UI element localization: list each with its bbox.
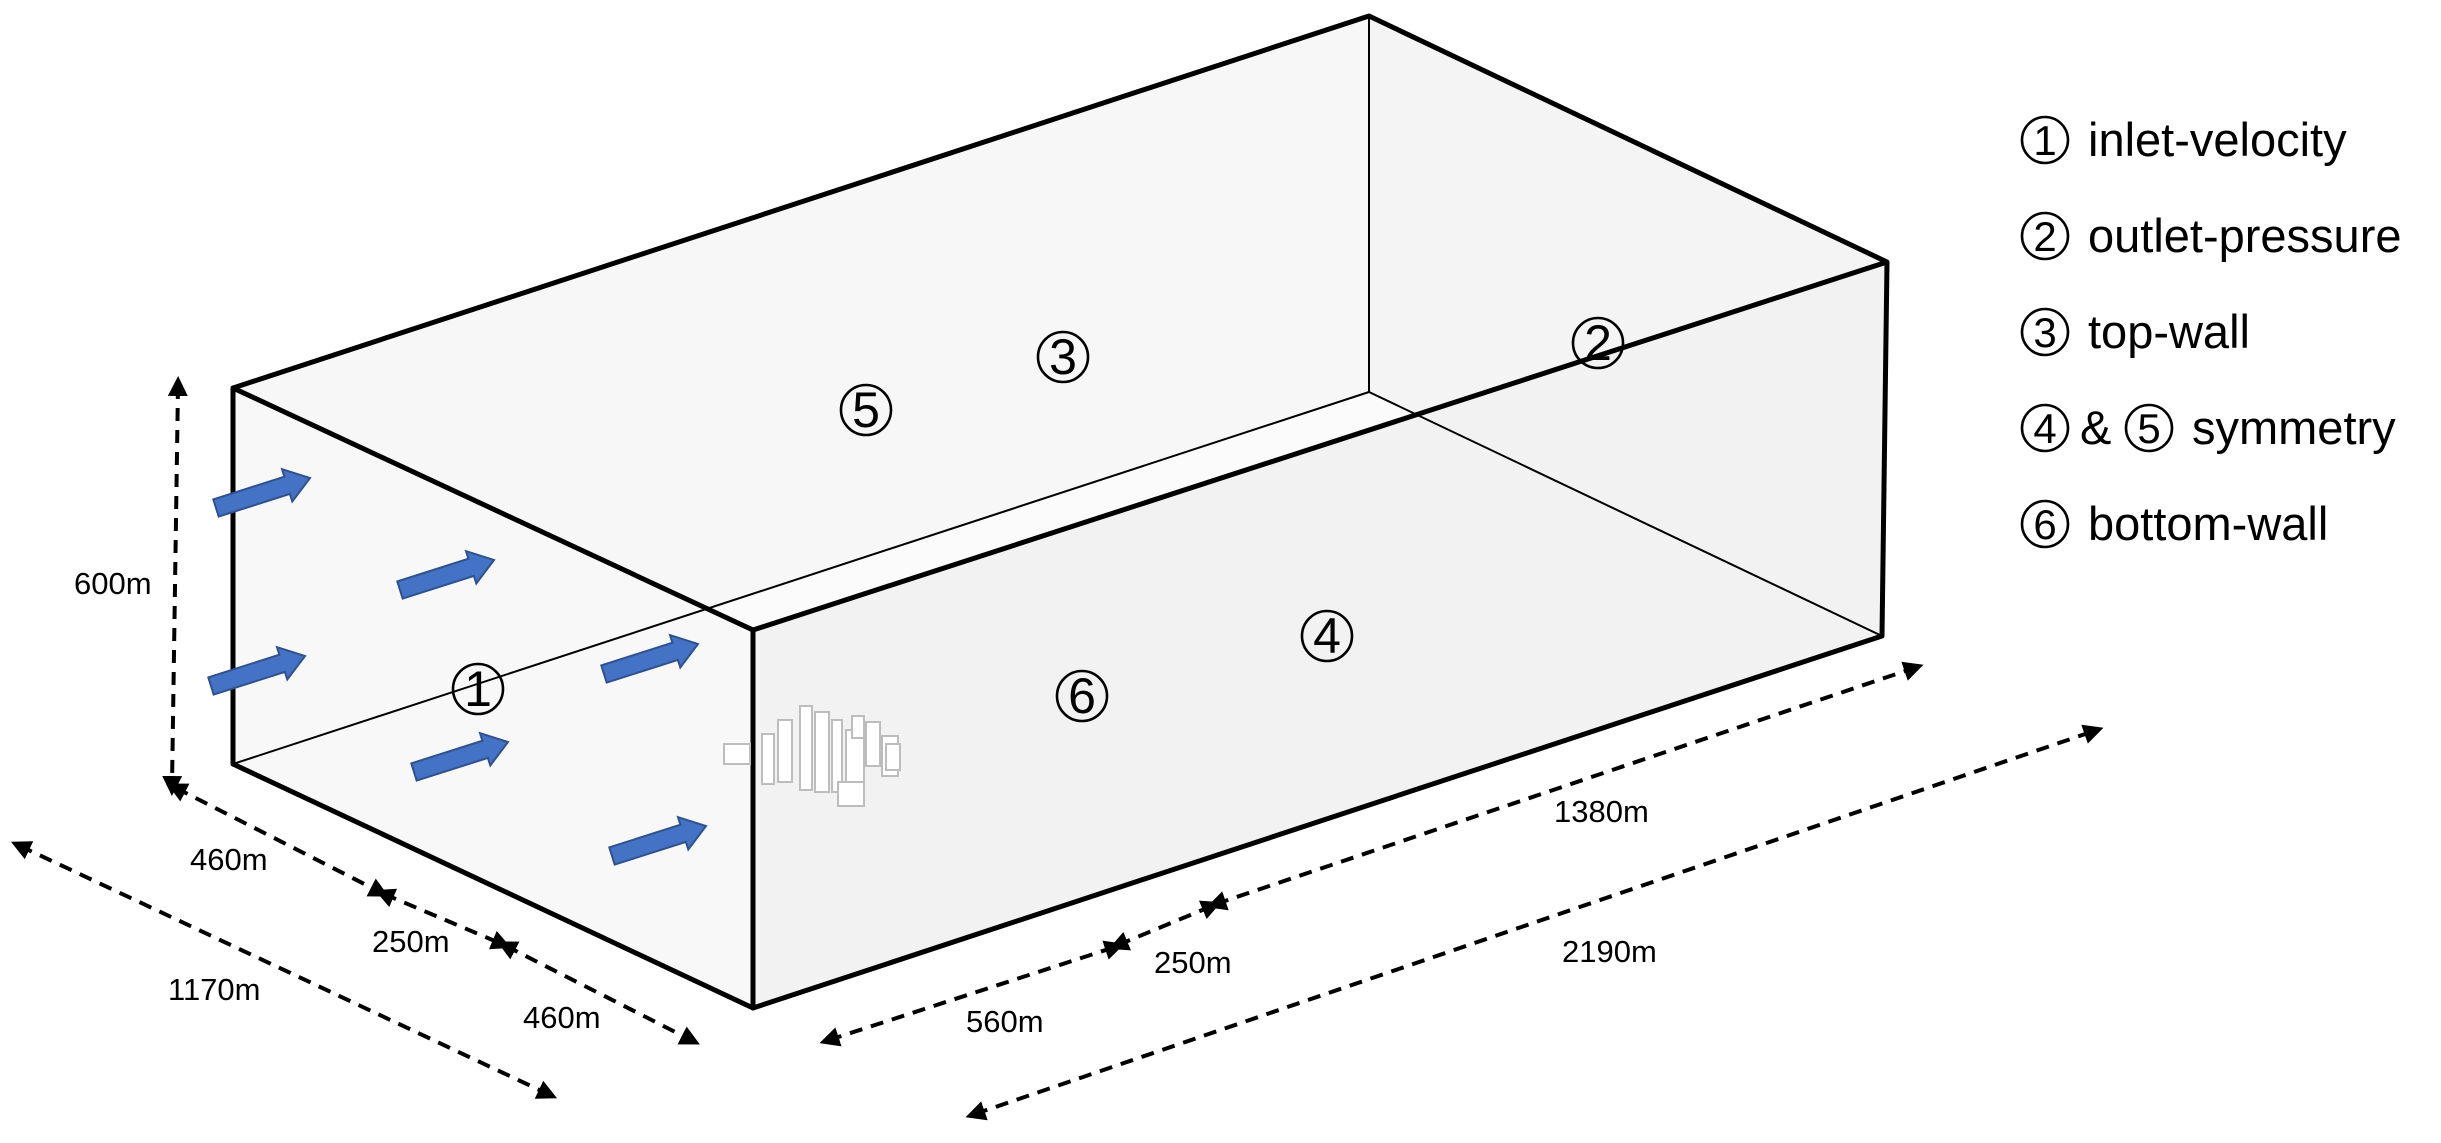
building bbox=[837, 781, 865, 807]
face-markers: 1 2 3 4 5 6 bbox=[451, 315, 1625, 724]
hidden-edge-bottom-outlet bbox=[1368, 391, 1883, 637]
legend-label: bottom-wall bbox=[2088, 497, 2328, 550]
edge-inlet-top bbox=[230, 385, 756, 633]
building bbox=[851, 715, 865, 739]
legend-item: 4&5 symmetry bbox=[2020, 401, 2396, 454]
svg-text:3: 3 bbox=[1049, 329, 1077, 385]
legend-marker bbox=[2020, 307, 2070, 357]
svg-text:6: 6 bbox=[1068, 668, 1096, 724]
legend-marker-number: 1 bbox=[2033, 117, 2056, 164]
computational-domain bbox=[230, 13, 1890, 1011]
face-marker-top: 3 bbox=[1036, 329, 1090, 385]
svg-text:2: 2 bbox=[1584, 315, 1612, 371]
dimension-lines bbox=[10, 376, 2104, 1121]
height-dimension-line bbox=[162, 376, 188, 796]
legend-marker-number: 3 bbox=[2033, 309, 2056, 356]
legend-label: top-wall bbox=[2088, 305, 2250, 358]
legend-label: inlet-velocity bbox=[2088, 113, 2347, 166]
dimension-labels: 600m 460m 250m 460m 1170m 560m 250m 1380… bbox=[74, 566, 1657, 1039]
face-marker-side-front: 4 bbox=[1300, 608, 1354, 664]
inflow-arrow bbox=[207, 645, 307, 696]
width-total-dimension-line bbox=[10, 841, 558, 1099]
legend-marker-number: 4 bbox=[2033, 405, 2056, 452]
svg-text:4: 4 bbox=[1313, 608, 1341, 664]
height-label: 600m bbox=[74, 566, 152, 601]
box-outline bbox=[230, 13, 1890, 1011]
building bbox=[777, 719, 793, 783]
inflow-arrow bbox=[212, 467, 312, 518]
svg-text:1: 1 bbox=[464, 661, 492, 717]
legend-label: symmetry bbox=[2192, 401, 2396, 454]
inflow-arrow bbox=[396, 549, 496, 600]
width-right-label: 460m bbox=[523, 1000, 601, 1035]
legend-marker bbox=[2020, 499, 2070, 549]
legend-joiner: & bbox=[2080, 401, 2111, 454]
width-mid-label: 250m bbox=[372, 924, 450, 959]
inflow-arrows bbox=[207, 467, 708, 866]
length-upstream-label: 560m bbox=[966, 1004, 1044, 1039]
legend-marker bbox=[2020, 403, 2070, 453]
hidden-edge-bottom-back bbox=[232, 391, 1370, 765]
length-total-label: 2190m bbox=[1562, 934, 1657, 969]
length-downstream-label: 1380m bbox=[1554, 794, 1649, 829]
legend-marker bbox=[2124, 403, 2174, 453]
width-left-dimension-line bbox=[167, 783, 389, 897]
legend-item: 6 bottom-wall bbox=[2020, 497, 2328, 550]
inflow-arrow bbox=[410, 731, 510, 782]
legend-marker-number: 5 bbox=[2137, 405, 2160, 452]
width-left-label: 460m bbox=[190, 842, 268, 877]
length-mid-label: 250m bbox=[1154, 945, 1232, 980]
inflow-arrow bbox=[608, 815, 708, 866]
legend-label: outlet-pressure bbox=[2088, 209, 2402, 262]
legend-marker-number: 6 bbox=[2033, 501, 2056, 548]
legend-marker bbox=[2020, 211, 2070, 261]
building bbox=[799, 705, 813, 791]
legend-marker bbox=[2020, 115, 2070, 165]
building bbox=[723, 743, 751, 765]
building bbox=[814, 711, 830, 793]
legend-marker-number: 2 bbox=[2033, 213, 2056, 260]
building bbox=[865, 721, 881, 767]
svg-text:5: 5 bbox=[852, 382, 880, 438]
building bbox=[761, 733, 775, 785]
inflow-arrow bbox=[600, 633, 700, 684]
building-cluster bbox=[723, 705, 901, 807]
face-marker-side-back: 5 bbox=[839, 382, 893, 438]
legend-item: 1 inlet-velocity bbox=[2020, 113, 2347, 166]
length-mid-dimension-line bbox=[1108, 900, 1222, 951]
legend-item: 3 top-wall bbox=[2020, 305, 2250, 358]
legend: 1 inlet-velocity 2 outlet-pressure 3 top-wall… bbox=[2020, 113, 2402, 550]
legend-item: 2 outlet-pressure bbox=[2020, 209, 2402, 262]
building bbox=[885, 743, 901, 771]
face-marker-bottom: 6 bbox=[1055, 668, 1109, 724]
face-marker-outlet: 2 bbox=[1571, 315, 1625, 371]
width-total-label: 1170m bbox=[168, 972, 261, 1007]
face-marker-inlet: 1 bbox=[451, 661, 505, 717]
